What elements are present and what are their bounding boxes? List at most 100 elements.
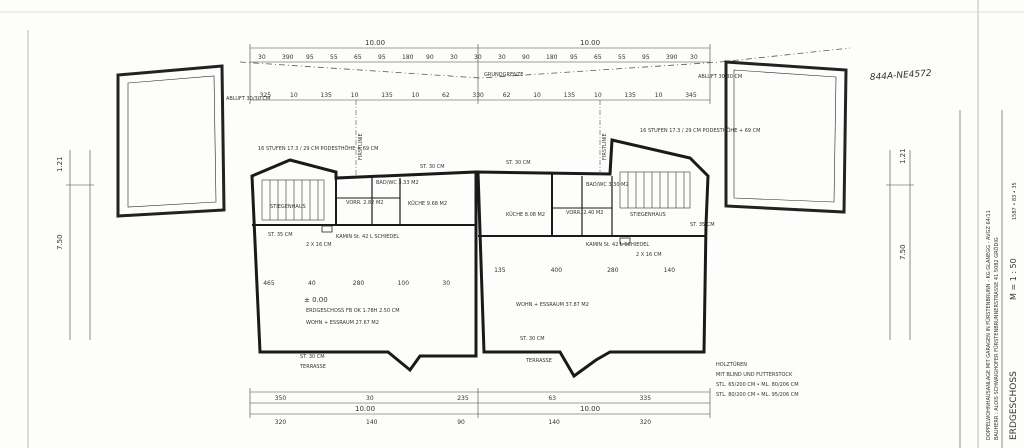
stair-left (261, 179, 325, 221)
chimney-right (619, 237, 631, 245)
stair-right (619, 171, 691, 209)
dimension-value: 65 (354, 54, 362, 61)
dimension-value: 10 (655, 92, 663, 99)
dimension-value: 63 (548, 395, 556, 402)
garage-left (116, 64, 226, 218)
garage-right-vent: ABLUFT 30/30 CM (698, 74, 742, 80)
floor-level-label: ± 0.00 (304, 296, 328, 304)
handwritten-reference: 844A-NE4572 (870, 69, 933, 83)
dimension-value: 235 (457, 395, 469, 402)
floor-level-note: ERDGESCHOSS FB OK 1.78H 2.50 CM (306, 308, 400, 314)
side-dimension-chains (66, 150, 914, 340)
dimension-value: 30 (690, 54, 698, 61)
hall-left-label: VORR. 2.82 M2 (346, 200, 383, 206)
st-right-side-label: ST. 35 CM (690, 222, 715, 228)
house-right-walls (476, 138, 710, 379)
dimension-value: 10 (594, 92, 602, 99)
flue-left-label: KAMIN St. 42 L SCHIEDEL (336, 234, 399, 240)
dimension-value: 320 (640, 419, 652, 426)
project-line-1: DOPPELWOHNHAUSANLAGE MIT GARAGEN IN FÜRS… (985, 210, 992, 440)
dimension-value: 30 (450, 54, 458, 61)
dimension-value: 140 (664, 267, 676, 274)
dimension-value: 320 (275, 419, 287, 426)
right-height-dimension: 7.50 (899, 244, 907, 260)
top-total-dimension-right: 10.00 (580, 39, 600, 47)
door-note: HOLZTÜREN MIT BLIND UND FUTTERSTOCK STL.… (716, 361, 799, 398)
dimension-value: 95 (306, 54, 314, 61)
terrace-right-label: TERRASSE (525, 358, 552, 364)
door-note-line3: STL. 80/200 CM • ML. 95/206 CM (716, 392, 799, 398)
dimension-value: 465 (263, 280, 275, 287)
dimension-value: 55 (618, 54, 626, 61)
dimension-value: 140 (366, 419, 378, 426)
dimension-value: 90 (522, 54, 530, 61)
dimension-value: 180 (402, 54, 414, 61)
dimension-value: 180 (546, 54, 558, 61)
dimension-value: 55 (330, 54, 338, 61)
st-left-bottom-label: ST. 30 CM (300, 354, 325, 360)
dimension-value: 10 (351, 92, 359, 99)
stairwell-left-label: STIEGENHAUS (270, 204, 306, 210)
door-note-title: HOLZTÜREN (716, 361, 747, 368)
ridge-line-right-label: FIRSTLINIE (602, 133, 608, 160)
dimension-value: 390 (282, 54, 294, 61)
dimension-value: 62 (503, 92, 511, 99)
scale-label: M = 1 : 50 (1009, 258, 1018, 300)
dimension-value: 62 (442, 92, 450, 99)
dimension-value: 100 (398, 280, 410, 287)
ridge-line-left-label: FIRSTLINIE (358, 133, 364, 160)
garage-left-vent: ABLUFT 30/30 CM (226, 96, 270, 102)
dimension-value: 135 (381, 92, 393, 99)
bath-right-label: BAD/WC 3.30 M2 (586, 182, 629, 188)
dimension-value: 30 (442, 280, 450, 287)
hall-right-label: VORR. 2.40 M2 (566, 210, 603, 216)
dimension-value: 10 (533, 92, 541, 99)
dimension-value: 135 (320, 92, 332, 99)
bottom-dimension-chains (249, 388, 711, 418)
bath-left-label: BAD/WC 3.33 M2 (376, 180, 419, 186)
dimension-value: 135 (624, 92, 636, 99)
dimension-value: 335 (640, 395, 652, 402)
scale-code: 1587 • 83 • 35 (1012, 182, 1018, 220)
stair-right-note: 16 STUFEN 17.3 / 29 CM PODESTHÖHE + 69 C… (640, 127, 760, 134)
dimension-value: 325 (260, 92, 272, 99)
project-line-2: BAUHERR : ALOIS SCHWAIGHOFER FÜRSTENBRUN… (993, 237, 1000, 440)
dimension-value: 95 (378, 54, 386, 61)
dimension-value: 40 (308, 280, 316, 287)
flue-right-label: KAMIN St. 42 L SCHIEDEL (586, 242, 649, 248)
dimension-value: 390 (666, 54, 678, 61)
bottom-total-dimension-right: 10.00 (580, 405, 600, 413)
bottom-total-dimension: 10.00 (355, 405, 375, 413)
chimney-left-size: 2 X 16 CM (306, 242, 332, 248)
kitchen-right-label: KÜCHE 8.08 M2 (506, 211, 545, 218)
dimension-value: 350 (275, 395, 287, 402)
st-right-bottom-label: ST. 30 CM (520, 336, 545, 342)
dimension-value: 30 (498, 54, 506, 61)
property-boundary-line (239, 47, 851, 79)
st-left-top-label: ST. 30 CM (420, 164, 445, 170)
dimension-value: 30 (258, 54, 266, 61)
door-note-line2: STL. 65/200 CM • ML. 80/206 CM (716, 382, 799, 388)
stair-left-note: 16 STUFEN 17.3 / 29 CM PODESTHÖHE + 69 C… (258, 145, 378, 152)
dimension-value: 345 (685, 92, 697, 99)
living-left-label: WOHN + ESSRAUM 27.67 M2 (306, 320, 379, 326)
chimney-right-size: 2 X 16 CM (636, 252, 662, 258)
stairwell-right-label: STIEGENHAUS (630, 212, 666, 218)
dimension-value: 140 (548, 419, 560, 426)
garage-right (724, 60, 848, 214)
dimension-value: 135 (494, 267, 506, 274)
dimension-value: 280 (607, 267, 619, 274)
st-right-top-label: ST. 30 CM (506, 160, 531, 166)
dimension-value: 90 (426, 54, 434, 61)
living-right-label: WOHN + ESSRAUM 37.87 M2 (516, 302, 589, 308)
terrace-left-label: TERRASSE (299, 364, 326, 370)
property-boundary-label: GRUNDGRENZE (484, 72, 523, 78)
dimension-value: 10 (290, 92, 298, 99)
kitchen-left-label: KÜCHE 9.68 M2 (408, 200, 447, 207)
